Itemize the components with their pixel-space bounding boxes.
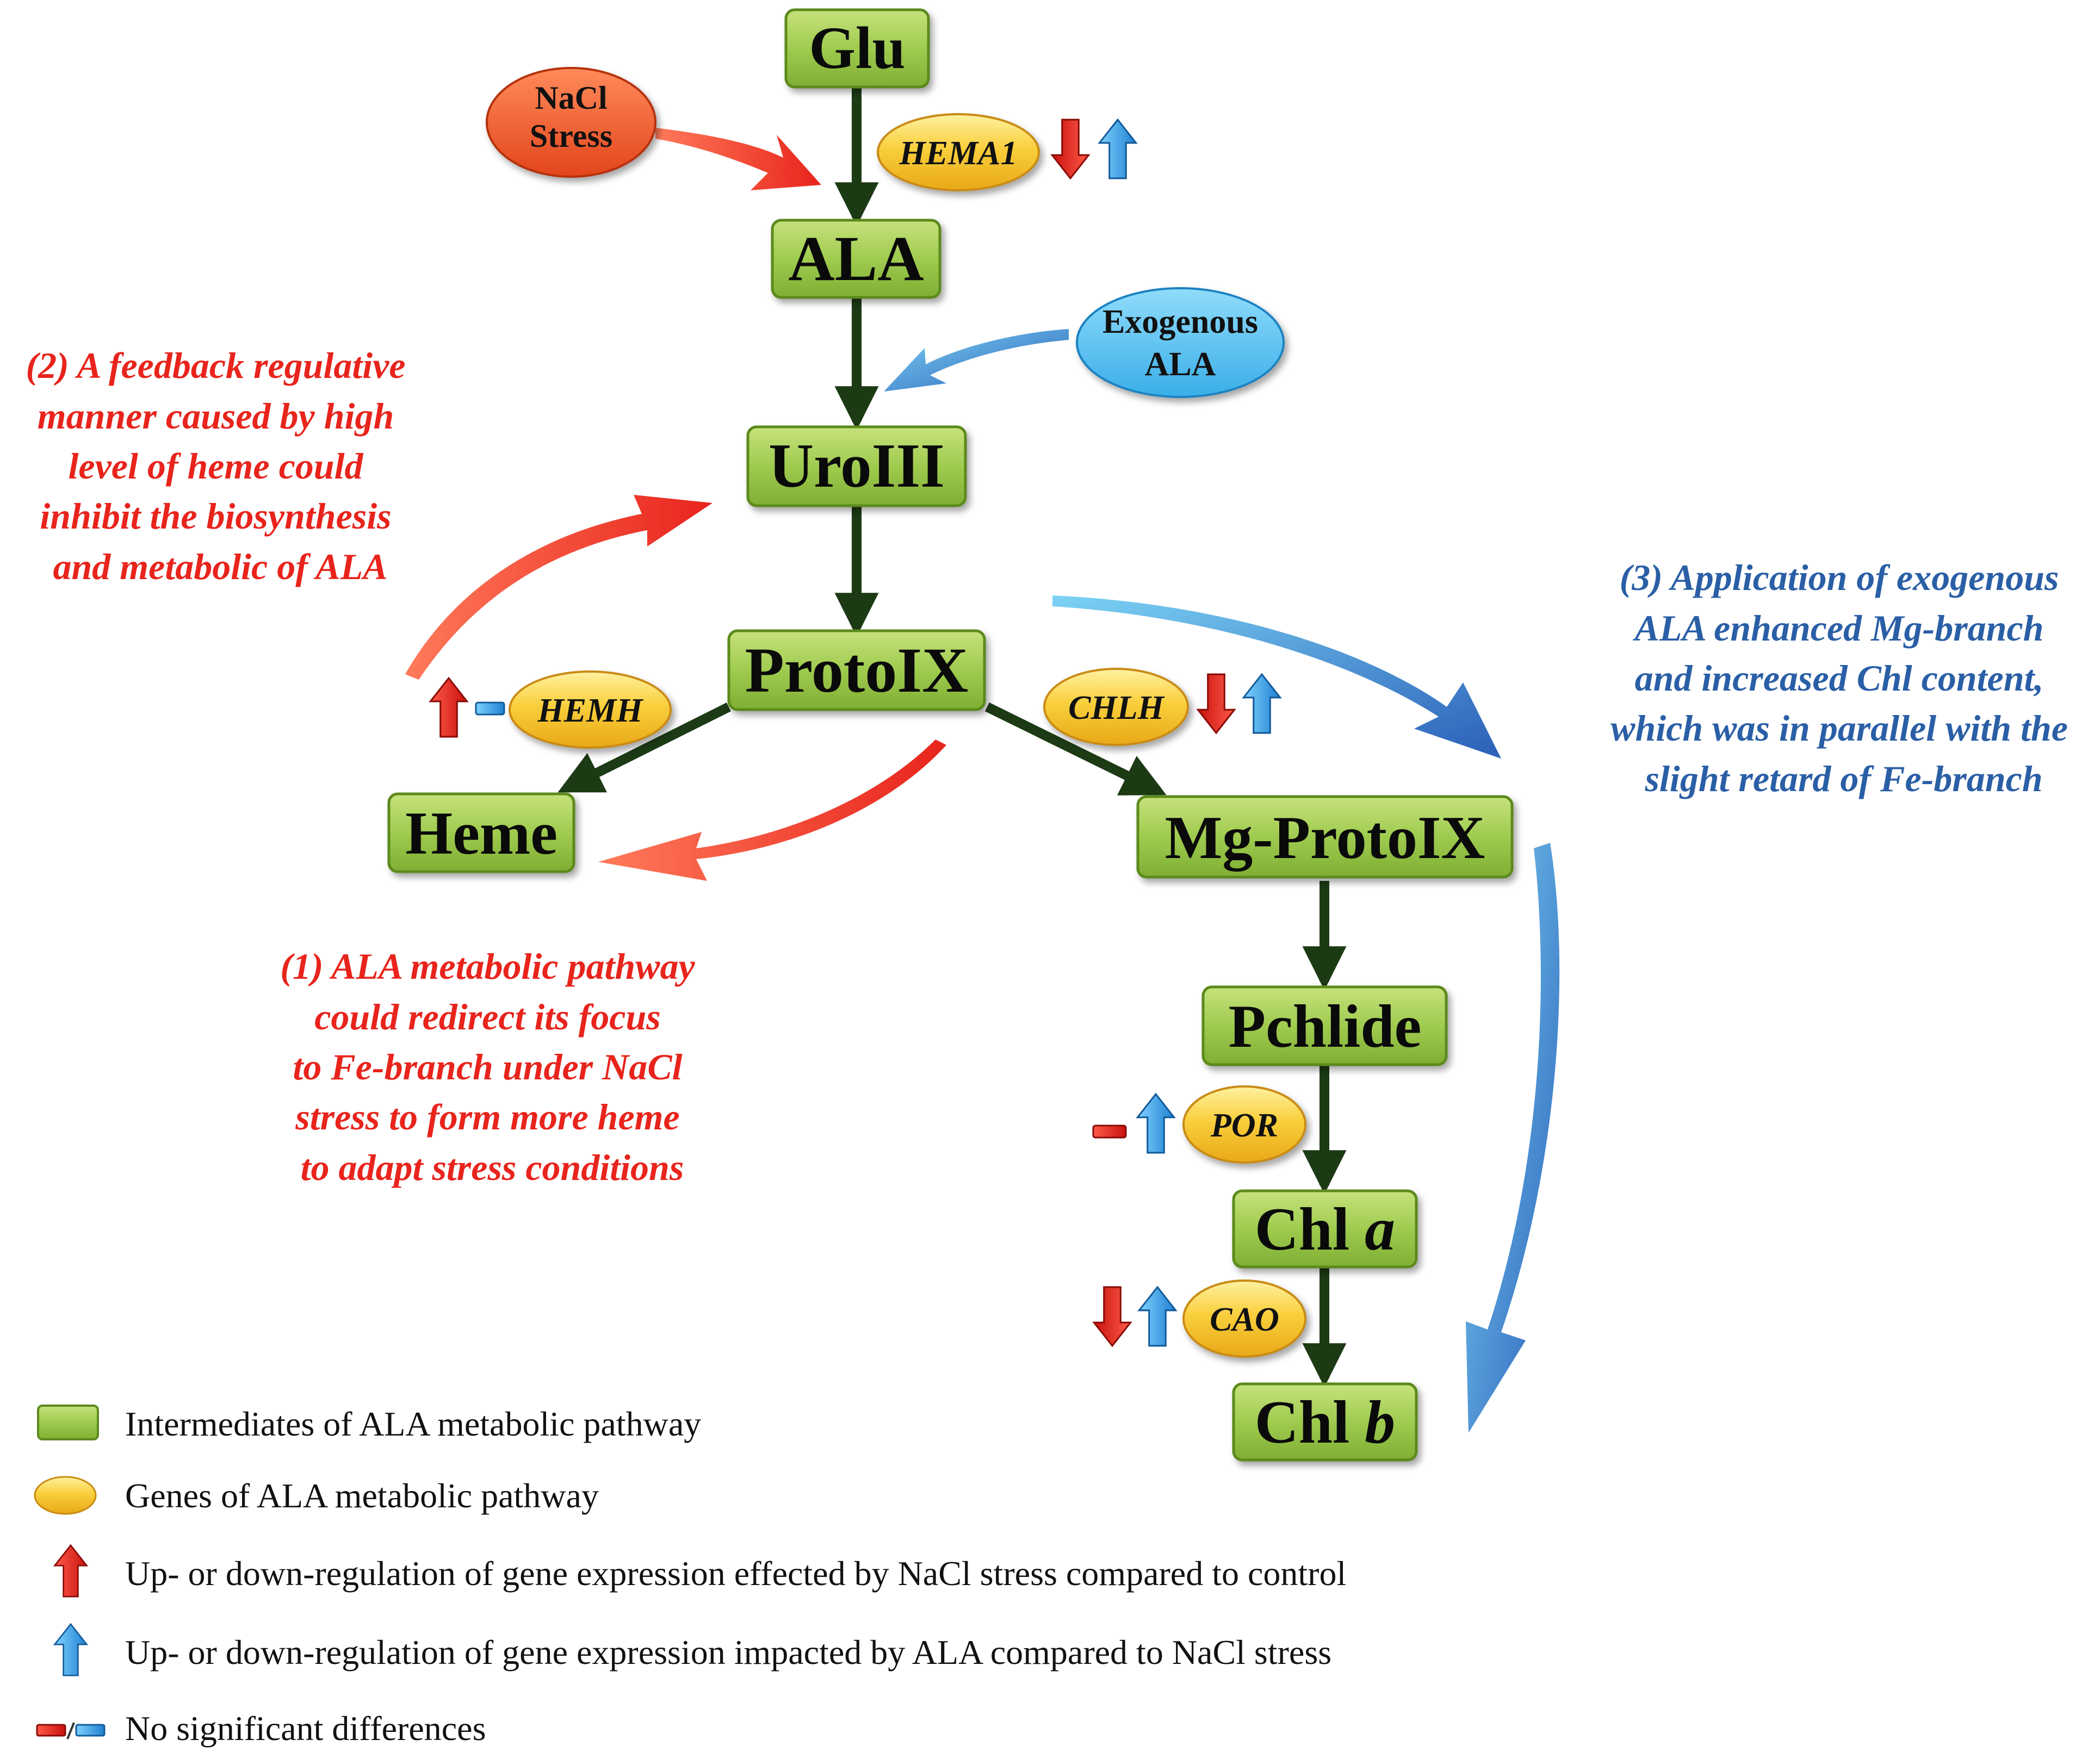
gene-hemh xyxy=(509,670,672,749)
node-ala xyxy=(771,219,941,299)
node-ala-label: ALA xyxy=(788,223,924,294)
note-mg-branch-line5: slight retard of Fe-branch xyxy=(1644,758,2042,799)
legend: Intermediates of ALA metabolic pathway G… xyxy=(34,1405,1346,1748)
gene-cao-label: CAO xyxy=(1210,1301,1279,1338)
node-mg-protoix xyxy=(1136,795,1514,879)
gene-chlh-label: CHLH xyxy=(1068,689,1164,726)
note-fe-branch-line4: stress to form more heme xyxy=(295,1096,679,1138)
hemh-up-red-arrow-icon xyxy=(429,677,468,738)
note-mg-branch-line1: (3) Application of exogenous xyxy=(1620,557,2059,598)
nacl-label-line2: Stress xyxy=(530,118,612,154)
note-mg-branch-line2: ALA enhanced Mg-branch xyxy=(1633,607,2044,649)
note-mg-branch-line3: and increased Chl content, xyxy=(1635,657,2044,699)
mg-branch-blue-arrow-upper xyxy=(1052,595,1501,759)
gene-por xyxy=(1182,1085,1306,1164)
note-feedback-line4: inhibit the biosynthesis xyxy=(40,495,391,537)
note-feedback-line3: level of heme could xyxy=(69,445,364,487)
gene-chlh xyxy=(1043,668,1189,746)
gene-hemh-label: HEMH xyxy=(537,692,644,729)
legend-intermediates-text: Intermediates of ALA metabolic pathway xyxy=(125,1405,701,1443)
gene-hema1 xyxy=(877,113,1040,191)
fe-branch-red-arrow xyxy=(598,740,946,881)
legend-blue-arrow-icon xyxy=(54,1623,88,1676)
gene-cao xyxy=(1182,1279,1306,1358)
legend-slash-icon xyxy=(66,1722,75,1739)
node-chl-a-prefix: Chl xyxy=(1255,1196,1365,1263)
hema1-down-red-arrow-icon xyxy=(1051,119,1090,179)
note-fe-branch-line1: (1) ALA metabolic pathway xyxy=(280,946,695,987)
node-glu-label: Glu xyxy=(809,15,905,81)
legend-genes-text: Genes of ALA metabolic pathway xyxy=(125,1476,599,1515)
node-chl-a-suffix: a xyxy=(1365,1196,1395,1263)
hemh-nodiff-blue-dash-icon xyxy=(475,701,505,716)
note-fe-branch-line3: to Fe-branch under NaCl xyxy=(293,1046,683,1088)
por-up-blue-arrow-icon xyxy=(1136,1093,1175,1154)
node-chl-a-label: Chl a xyxy=(1255,1196,1395,1263)
hema1-up-blue-arrow-icon xyxy=(1098,119,1137,179)
note-mg-branch: (3) Application of exogenous ALA enhance… xyxy=(1610,557,2077,799)
arrow-protoix-to-heme xyxy=(557,702,732,793)
note-fe-branch-line2: could redirect its focus xyxy=(314,996,661,1037)
exogenous-ala-input xyxy=(1076,287,1285,398)
chlh-up-blue-arrow-icon xyxy=(1242,673,1281,734)
note-fe-branch-line5: to adapt stress conditions xyxy=(301,1147,684,1188)
legend-nacl-text: Up- or down-regulation of gene expressio… xyxy=(125,1554,1346,1593)
note-feedback-line2: manner caused by high xyxy=(38,395,394,437)
exogenous-ala-arrow xyxy=(884,329,1069,392)
pathway-arrows xyxy=(557,87,1347,1388)
gene-por-label: POR xyxy=(1210,1107,1278,1144)
exogenous-label-line1: Exogenous xyxy=(1102,303,1258,340)
note-fe-branch: (1) ALA metabolic pathway could redirect… xyxy=(280,946,704,1188)
legend-nodiff-text: No significant differences xyxy=(125,1709,486,1748)
exogenous-label-line2: ALA xyxy=(1145,346,1216,383)
node-protoix-label: ProtoIX xyxy=(745,635,969,706)
note-feedback: (2) A feedback regulative manner caused … xyxy=(26,345,414,587)
cao-up-blue-arrow-icon xyxy=(1138,1286,1177,1347)
legend-gene-swatch xyxy=(34,1476,97,1515)
node-pchlide xyxy=(1201,985,1448,1066)
node-chl-a xyxy=(1232,1189,1418,1269)
legend-blue-dash-icon xyxy=(75,1724,106,1737)
legend-node-swatch xyxy=(37,1405,99,1440)
arrow-protoix-to-mgprotoix xyxy=(985,702,1167,796)
nacl-label-line1: NaCl xyxy=(535,80,607,116)
node-mg-protoix-label: Mg-ProtoIX xyxy=(1165,804,1485,872)
note-feedback-line1: (2) A feedback regulative xyxy=(26,345,405,386)
legend-red-arrow-icon xyxy=(54,1544,88,1598)
cao-down-red-arrow-icon xyxy=(1093,1286,1132,1347)
node-glu xyxy=(784,8,930,89)
node-chl-b-prefix: Chl xyxy=(1255,1389,1365,1456)
legend-red-dash-icon xyxy=(36,1724,66,1737)
feedback-red-arrow xyxy=(405,495,713,680)
note-mg-branch-line4: which was in parallel with the xyxy=(1610,707,2068,749)
mg-branch-blue-arrow-lower xyxy=(1466,843,1560,1433)
node-chl-b xyxy=(1232,1382,1418,1462)
node-uroiii-label: UroIII xyxy=(769,431,945,500)
nacl-stress-arrow xyxy=(655,128,821,190)
nacl-stress-input xyxy=(486,67,656,178)
gene-hema1-label: HEMA1 xyxy=(899,135,1017,172)
node-heme-label: Heme xyxy=(405,800,557,867)
node-pchlide-label: Pchlide xyxy=(1229,993,1422,1060)
legend-ala-text: Up- or down-regulation of gene expressio… xyxy=(125,1633,1331,1672)
node-chl-b-label: Chl b xyxy=(1255,1389,1395,1456)
note-feedback-line5: and metabolic of ALA xyxy=(53,546,387,587)
node-heme xyxy=(387,792,575,873)
chlh-down-red-arrow-icon xyxy=(1197,673,1236,734)
por-nodiff-red-dash-icon xyxy=(1092,1124,1127,1139)
node-protoix xyxy=(727,629,986,711)
node-uroiii xyxy=(746,425,967,507)
node-chl-b-suffix: b xyxy=(1365,1389,1395,1456)
